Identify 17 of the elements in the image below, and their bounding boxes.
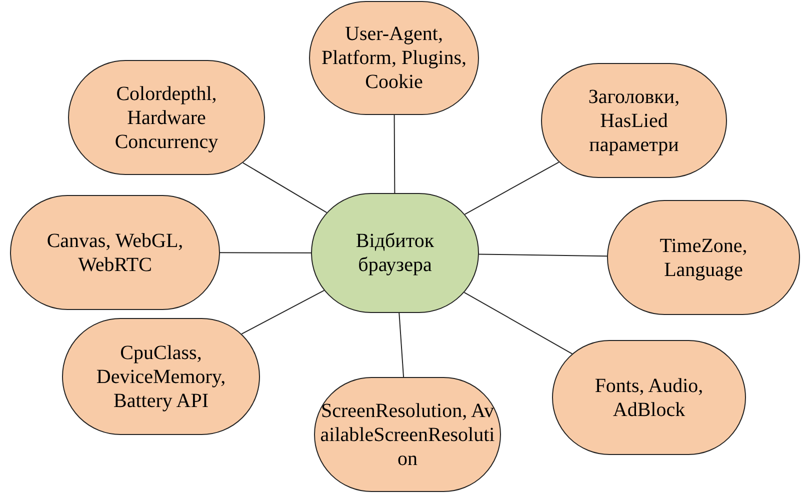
connector-line xyxy=(464,162,560,215)
node-label: TimeZone, Language xyxy=(658,234,748,282)
node-label: CpuClass, DeviceMemory, Battery API xyxy=(95,340,227,412)
connector-line xyxy=(394,114,396,194)
node-label: Colordepthl, Hardware Concurrency xyxy=(114,82,220,154)
node-label: User-Agent, Platform, Plugins, Cookie xyxy=(320,22,468,94)
connector-line xyxy=(242,162,328,213)
connector-line xyxy=(464,292,573,354)
connector-line xyxy=(241,290,325,334)
node-label: Заголовки, HasLied параметри xyxy=(587,84,681,156)
node-label: Canvas, WebGL, WebRTC xyxy=(46,228,184,276)
connector-line xyxy=(398,312,404,378)
node-label: Відбиток браузера xyxy=(354,229,436,277)
node-label: Fonts, Audio, AdBlock xyxy=(594,374,704,422)
connector-line xyxy=(478,254,608,257)
connector-line xyxy=(220,252,312,254)
node-label: ScreenResolution, AvailableScreenResolution xyxy=(319,398,496,470)
